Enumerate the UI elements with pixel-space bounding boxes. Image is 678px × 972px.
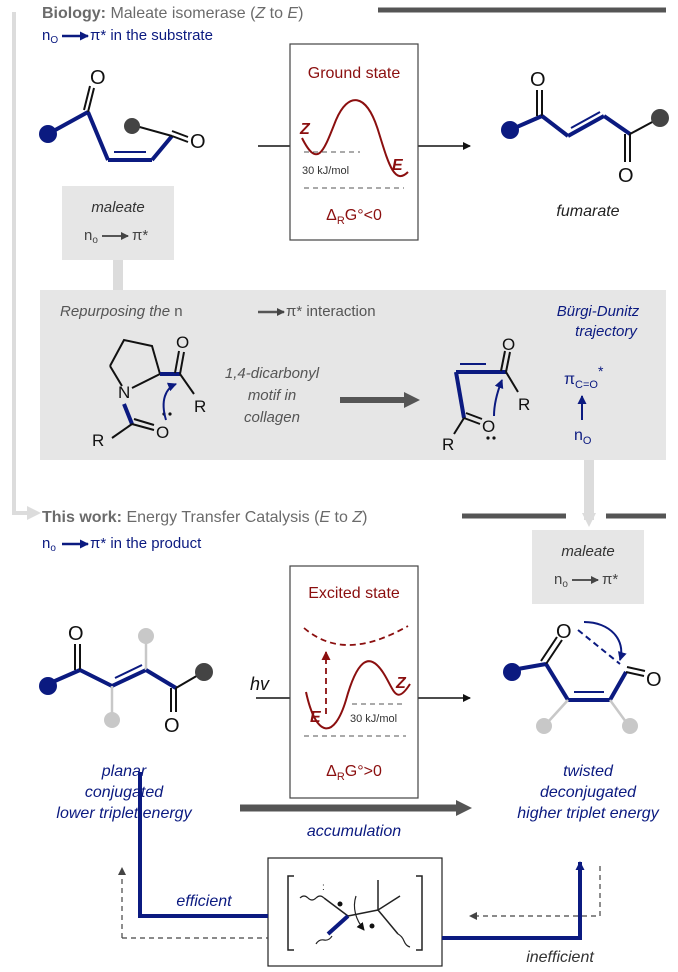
svg-text:E: E <box>310 709 322 726</box>
svg-text:O: O <box>156 423 169 442</box>
substituent-dot <box>39 125 57 143</box>
svg-text:O: O <box>556 621 572 643</box>
svg-text:π* in the substrate: π* in the substrate <box>90 27 213 44</box>
svg-text:1,4-dicarbonyl: 1,4-dicarbonyl <box>225 365 320 382</box>
fumarate-molecule: O O <box>501 69 669 187</box>
repurposing-panel: Repurposing the n π* interaction Bürgi-D… <box>40 290 666 460</box>
svg-text:N: N <box>118 383 130 402</box>
svg-text:Z: Z <box>395 675 407 692</box>
svg-text:conjugated: conjugated <box>85 784 164 801</box>
top-heading: Biology: Maleate isomerase (Z to E) nO π… <box>42 5 666 46</box>
svg-text:no: no <box>84 227 98 246</box>
svg-text:nO: nO <box>574 427 592 447</box>
carbonyl-o: O <box>618 165 634 187</box>
maleate-box-bottom: maleate no π* <box>532 530 644 604</box>
svg-text:R: R <box>194 397 206 416</box>
svg-text:planar: planar <box>101 763 147 780</box>
svg-text:30 kJ/mol: 30 kJ/mol <box>350 713 397 725</box>
svg-text:ΔRG°<0: ΔRG°<0 <box>326 207 382 227</box>
svg-text:Repurposing the n: Repurposing the n <box>60 303 183 320</box>
svg-text:π* in the product: π* in the product <box>90 535 202 552</box>
twisted-z-isomer-molecule: O O <box>503 621 662 734</box>
svg-text:ΔRG°>0: ΔRG°>0 <box>326 763 382 783</box>
svg-text:R: R <box>92 431 104 450</box>
svg-text:maleate: maleate <box>91 199 144 216</box>
svg-text:no: no <box>554 571 568 590</box>
carbonyl-o: O <box>90 67 106 89</box>
svg-text:no: no <box>42 535 56 554</box>
svg-text:deconjugated: deconjugated <box>540 784 637 801</box>
svg-text:R: R <box>442 435 454 454</box>
svg-text:lower triplet energy: lower triplet energy <box>56 805 192 822</box>
svg-text:accumulation: accumulation <box>307 823 401 840</box>
svg-text:trajectory: trajectory <box>575 323 638 340</box>
excited-state-box: Excited state E Z 30 kJ/mol ΔRG°>0 <box>289 565 419 799</box>
substituent-dot <box>138 628 154 644</box>
svg-text:higher triplet energy: higher triplet energy <box>517 805 659 822</box>
svg-text:nO: nO <box>42 27 58 46</box>
substituent-dot <box>104 712 120 728</box>
carbonyl-o: O <box>530 69 546 91</box>
collagen-motif-molecule: N O R R O <box>92 333 206 450</box>
svg-text:30 kJ/mol: 30 kJ/mol <box>302 165 349 177</box>
ground-state-box: Ground state Z E 30 kJ/mol ΔRG°<0 <box>289 43 419 241</box>
svg-text:π*: π* <box>602 571 618 588</box>
substituent-dot <box>536 718 552 734</box>
flow-connectors <box>12 12 596 527</box>
svg-text:O: O <box>502 335 515 354</box>
fumarate-label: fumarate <box>556 203 619 220</box>
dicarbonyl-molecule: O R O R <box>442 335 530 454</box>
svg-text:O: O <box>176 333 189 352</box>
svg-text:Bürgi-Dunitz: Bürgi-Dunitz <box>557 303 640 320</box>
hv-label: hv <box>250 674 270 694</box>
carbonyl-o: O <box>190 131 206 153</box>
svg-text:inefficient: inefficient <box>526 949 594 966</box>
svg-text:E: E <box>392 157 404 174</box>
substituent-dot <box>503 663 521 681</box>
svg-text:collagen: collagen <box>244 409 300 426</box>
maleate-substrate-molecule: O O <box>39 67 206 162</box>
planar-e-isomer-molecule: O O <box>39 623 213 737</box>
svg-text:twisted: twisted <box>563 763 614 780</box>
svg-text:efficient: efficient <box>176 893 232 910</box>
svg-text:O: O <box>68 623 84 645</box>
bottom-heading: This work: Energy Transfer Catalysis (E … <box>42 509 666 554</box>
substituent-dot <box>622 718 638 734</box>
substituent-dot <box>501 121 519 139</box>
svg-text:Excited state: Excited state <box>308 585 400 602</box>
svg-text:motif in: motif in <box>248 387 296 404</box>
svg-text:maleate: maleate <box>561 543 614 560</box>
svg-text:Z: Z <box>299 121 311 138</box>
svg-text:Ground state: Ground state <box>308 65 401 82</box>
catalysis-cycle: : efficient inefficient <box>118 772 601 967</box>
svg-text:O: O <box>482 417 495 436</box>
maleate-box-top: maleate no π* <box>62 186 174 260</box>
substituent-dot <box>195 663 213 681</box>
svg-text:Biology: Maleate isomerase (Z: Biology: Maleate isomerase (Z to E) <box>42 5 303 22</box>
svg-text:π* interaction: π* interaction <box>286 303 376 320</box>
substituent-dot <box>124 118 140 134</box>
svg-text:πC=O*: πC=O* <box>564 363 604 391</box>
svg-text:π*: π* <box>132 227 148 244</box>
substituent-dot <box>39 677 57 695</box>
svg-text:This work: Energy Transfer Cat: This work: Energy Transfer Catalysis (E … <box>42 509 367 526</box>
svg-text::: : <box>322 882 325 893</box>
svg-text:R: R <box>518 395 530 414</box>
substituent-dot <box>651 109 669 127</box>
svg-text:O: O <box>164 715 180 737</box>
svg-text:O: O <box>646 669 662 691</box>
